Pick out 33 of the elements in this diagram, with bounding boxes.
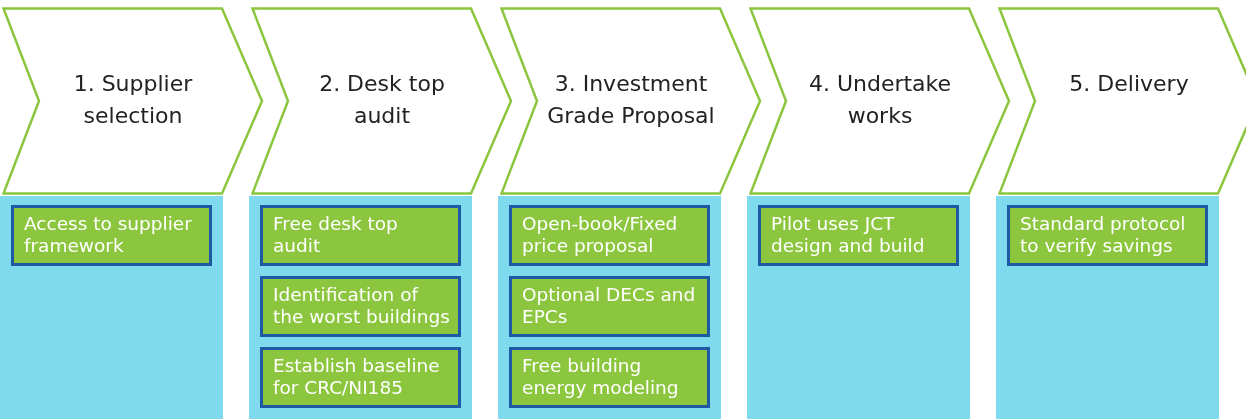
column-panel bbox=[996, 196, 1219, 419]
column-panel bbox=[249, 196, 472, 419]
column-panel bbox=[498, 196, 721, 419]
task-text: Free desk top audit bbox=[273, 213, 399, 257]
task-text: Optional DECs and EPCs bbox=[522, 284, 697, 328]
task-box bbox=[260, 347, 461, 408]
task-text: Access to supplier framework bbox=[24, 213, 193, 257]
process-step bbox=[749, 7, 1011, 195]
task-box bbox=[260, 276, 461, 337]
process-step bbox=[2, 7, 264, 195]
task-box bbox=[758, 205, 959, 266]
step-title: 5. Delivery bbox=[1068, 70, 1190, 98]
step-title: 2. Desk top audit bbox=[318, 70, 446, 130]
task-text: Establish baseline for CRC/NI185 bbox=[273, 355, 441, 399]
task-text: Pilot uses JCT design and build bbox=[771, 213, 926, 257]
task-box bbox=[509, 347, 710, 408]
task-text: Identification of the worst buildings bbox=[273, 284, 451, 328]
process-step bbox=[998, 7, 1246, 195]
step-title: 1. Supplier selection bbox=[72, 70, 194, 130]
step-title: 4. Undertake works bbox=[807, 70, 953, 130]
task-text: Open-book/Fixed price proposal bbox=[522, 213, 679, 257]
task-box bbox=[1007, 205, 1208, 266]
task-text: Standard protocol to verify savings bbox=[1020, 213, 1187, 257]
task-box bbox=[260, 205, 461, 266]
column-panel bbox=[747, 196, 970, 419]
task-text: Free building energy modeling bbox=[522, 355, 680, 399]
task-box bbox=[509, 276, 710, 337]
column-panel bbox=[0, 196, 223, 419]
step-title: 3. Investment Grade Proposal bbox=[546, 70, 716, 130]
task-box bbox=[11, 205, 212, 266]
process-step bbox=[500, 7, 762, 195]
task-box bbox=[509, 205, 710, 266]
process-step bbox=[251, 7, 513, 195]
